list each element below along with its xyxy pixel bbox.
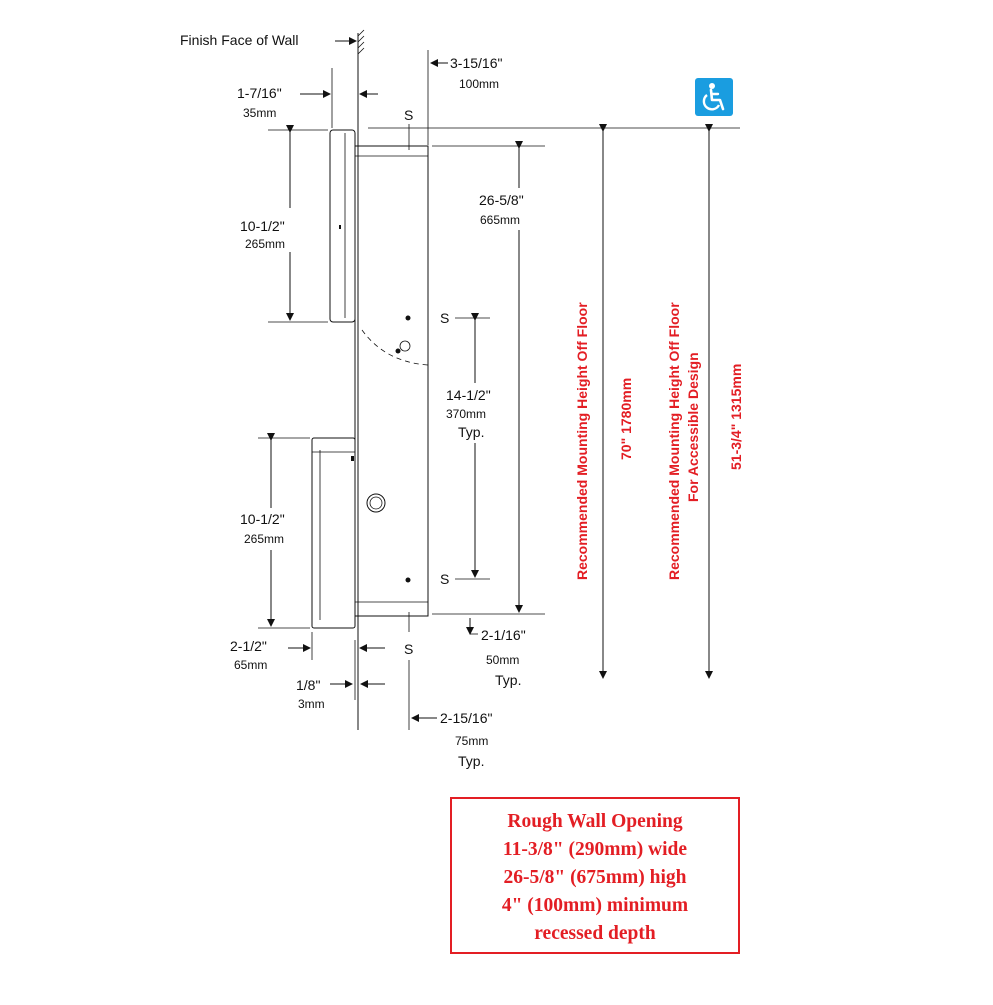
dim-2-1-2: 2-1/2" [230,638,267,654]
mounting-height-value: 70" 1780mm [618,378,634,460]
dim-2-1-16: 2-1/16" [481,627,526,643]
screw-label-bottom: S [404,641,413,657]
dim-65mm: 65mm [234,658,267,672]
accessible-height-label-2: For Accessible Design [685,352,701,502]
access-port-circle [366,493,386,513]
rough-opening-depth: 4" (100mm) minimum [501,895,689,916]
screw-hole-lower [405,577,411,583]
dim-100mm: 100mm [459,77,499,91]
dim-75mm: 75mm [455,734,488,748]
dim-665mm: 665mm [480,213,520,227]
screw-label-upper: S [440,310,449,326]
door-swing-arc [361,329,429,366]
dim-265mm-top: 265mm [245,237,285,251]
finish-face-label: Finish Face of Wall [180,32,299,48]
dim-370mm: 370mm [446,407,486,421]
dim-14-1-2: 14-1/2" [446,387,491,403]
wheelchair-accessibility-icon [695,78,733,116]
rough-opening-depth-note: recessed depth [534,923,656,944]
dim-10-1-2-top: 10-1/2" [240,218,285,234]
dim-3-15-16: 3-15/16" [450,55,502,71]
upper-cabinet [329,129,356,323]
wall-hatch [357,29,365,55]
lower-cabinet [311,437,356,629]
dim-26-5-8: 26-5/8" [479,192,524,208]
dim-1-7-16: 1-7/16" [237,85,282,101]
typ-label-1: Typ. [458,424,484,440]
dim-1-8: 1/8" [296,677,320,693]
dim-10-1-2-bot: 10-1/2" [240,511,285,527]
screw-hole-upper [405,315,411,321]
dim-3mm: 3mm [298,697,325,711]
accessible-height-value: 51-3/4" 1315mm [728,364,744,470]
screw-label-top: S [404,107,413,123]
dim-35mm: 35mm [243,106,276,120]
rough-opening-height: 26-5/8" (675mm) high [503,867,687,888]
typ-label-3: Typ. [458,753,484,769]
accessible-height-label-1: Recommended Mounting Height Off Floor [666,302,682,580]
upper-keyhole [339,225,341,229]
rough-opening-width: 11-3/8" (290mm) wide [502,839,688,860]
screw-label-lower: S [440,571,449,587]
typ-label-2: Typ. [495,672,521,688]
dim-2-15-16: 2-15/16" [440,710,492,726]
dim-50mm: 50mm [486,653,519,667]
mounting-height-label: Recommended Mounting Height Off Floor [574,302,590,580]
dim-265mm-bot: 265mm [244,532,284,546]
rough-opening-title: Rough Wall Opening [507,811,683,832]
rough-wall-opening-box: Rough Wall Opening 11-3/8" (290mm) wide … [450,797,740,954]
lock-icon [399,340,411,352]
recessed-cabinet [354,145,429,617]
